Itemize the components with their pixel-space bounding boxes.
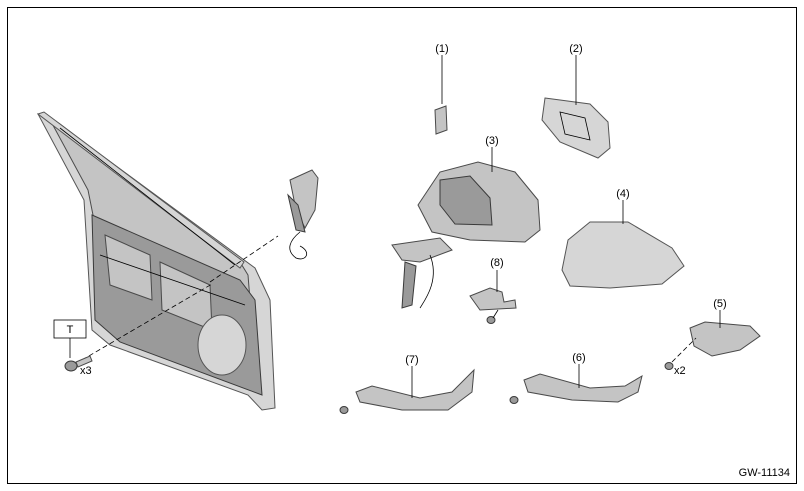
part-7-garnish	[355, 368, 475, 411]
callout-7: (7)	[405, 354, 418, 366]
part-8-bracket	[469, 287, 517, 311]
reference-code: GW-11134	[739, 467, 790, 479]
tool-box-label: T	[67, 324, 74, 336]
bolt-dash-line	[81, 283, 213, 361]
callout-5: (5)	[713, 298, 726, 310]
front-door	[36, 111, 276, 411]
part-8-screw	[486, 309, 499, 324]
part-6-screw	[509, 396, 519, 404]
part-3-mirror-housing	[391, 161, 541, 309]
mirror-base-assembly	[287, 169, 319, 260]
door-to-mirror-dash-line	[209, 235, 279, 283]
part-6-garnish	[523, 373, 643, 403]
callout-8: (8)	[490, 257, 503, 269]
door-bolts-quantity: x3	[80, 365, 92, 377]
part-1-clip	[434, 105, 448, 135]
part-5-screw	[664, 362, 674, 370]
callout-3: (3)	[485, 135, 498, 147]
callout-6: (6)	[572, 352, 585, 364]
callout-1: (1)	[435, 43, 448, 55]
part-5-side-turn-lamp	[689, 321, 761, 357]
callout-4: (4)	[616, 188, 629, 200]
part-2-mirror-glass	[541, 97, 611, 159]
door-bolts	[64, 355, 93, 372]
part-4-mirror-cover	[561, 221, 685, 289]
callout-2: (2)	[569, 43, 582, 55]
side-turn-screws-quantity: x2	[674, 365, 686, 377]
part-7-screw	[339, 406, 349, 414]
